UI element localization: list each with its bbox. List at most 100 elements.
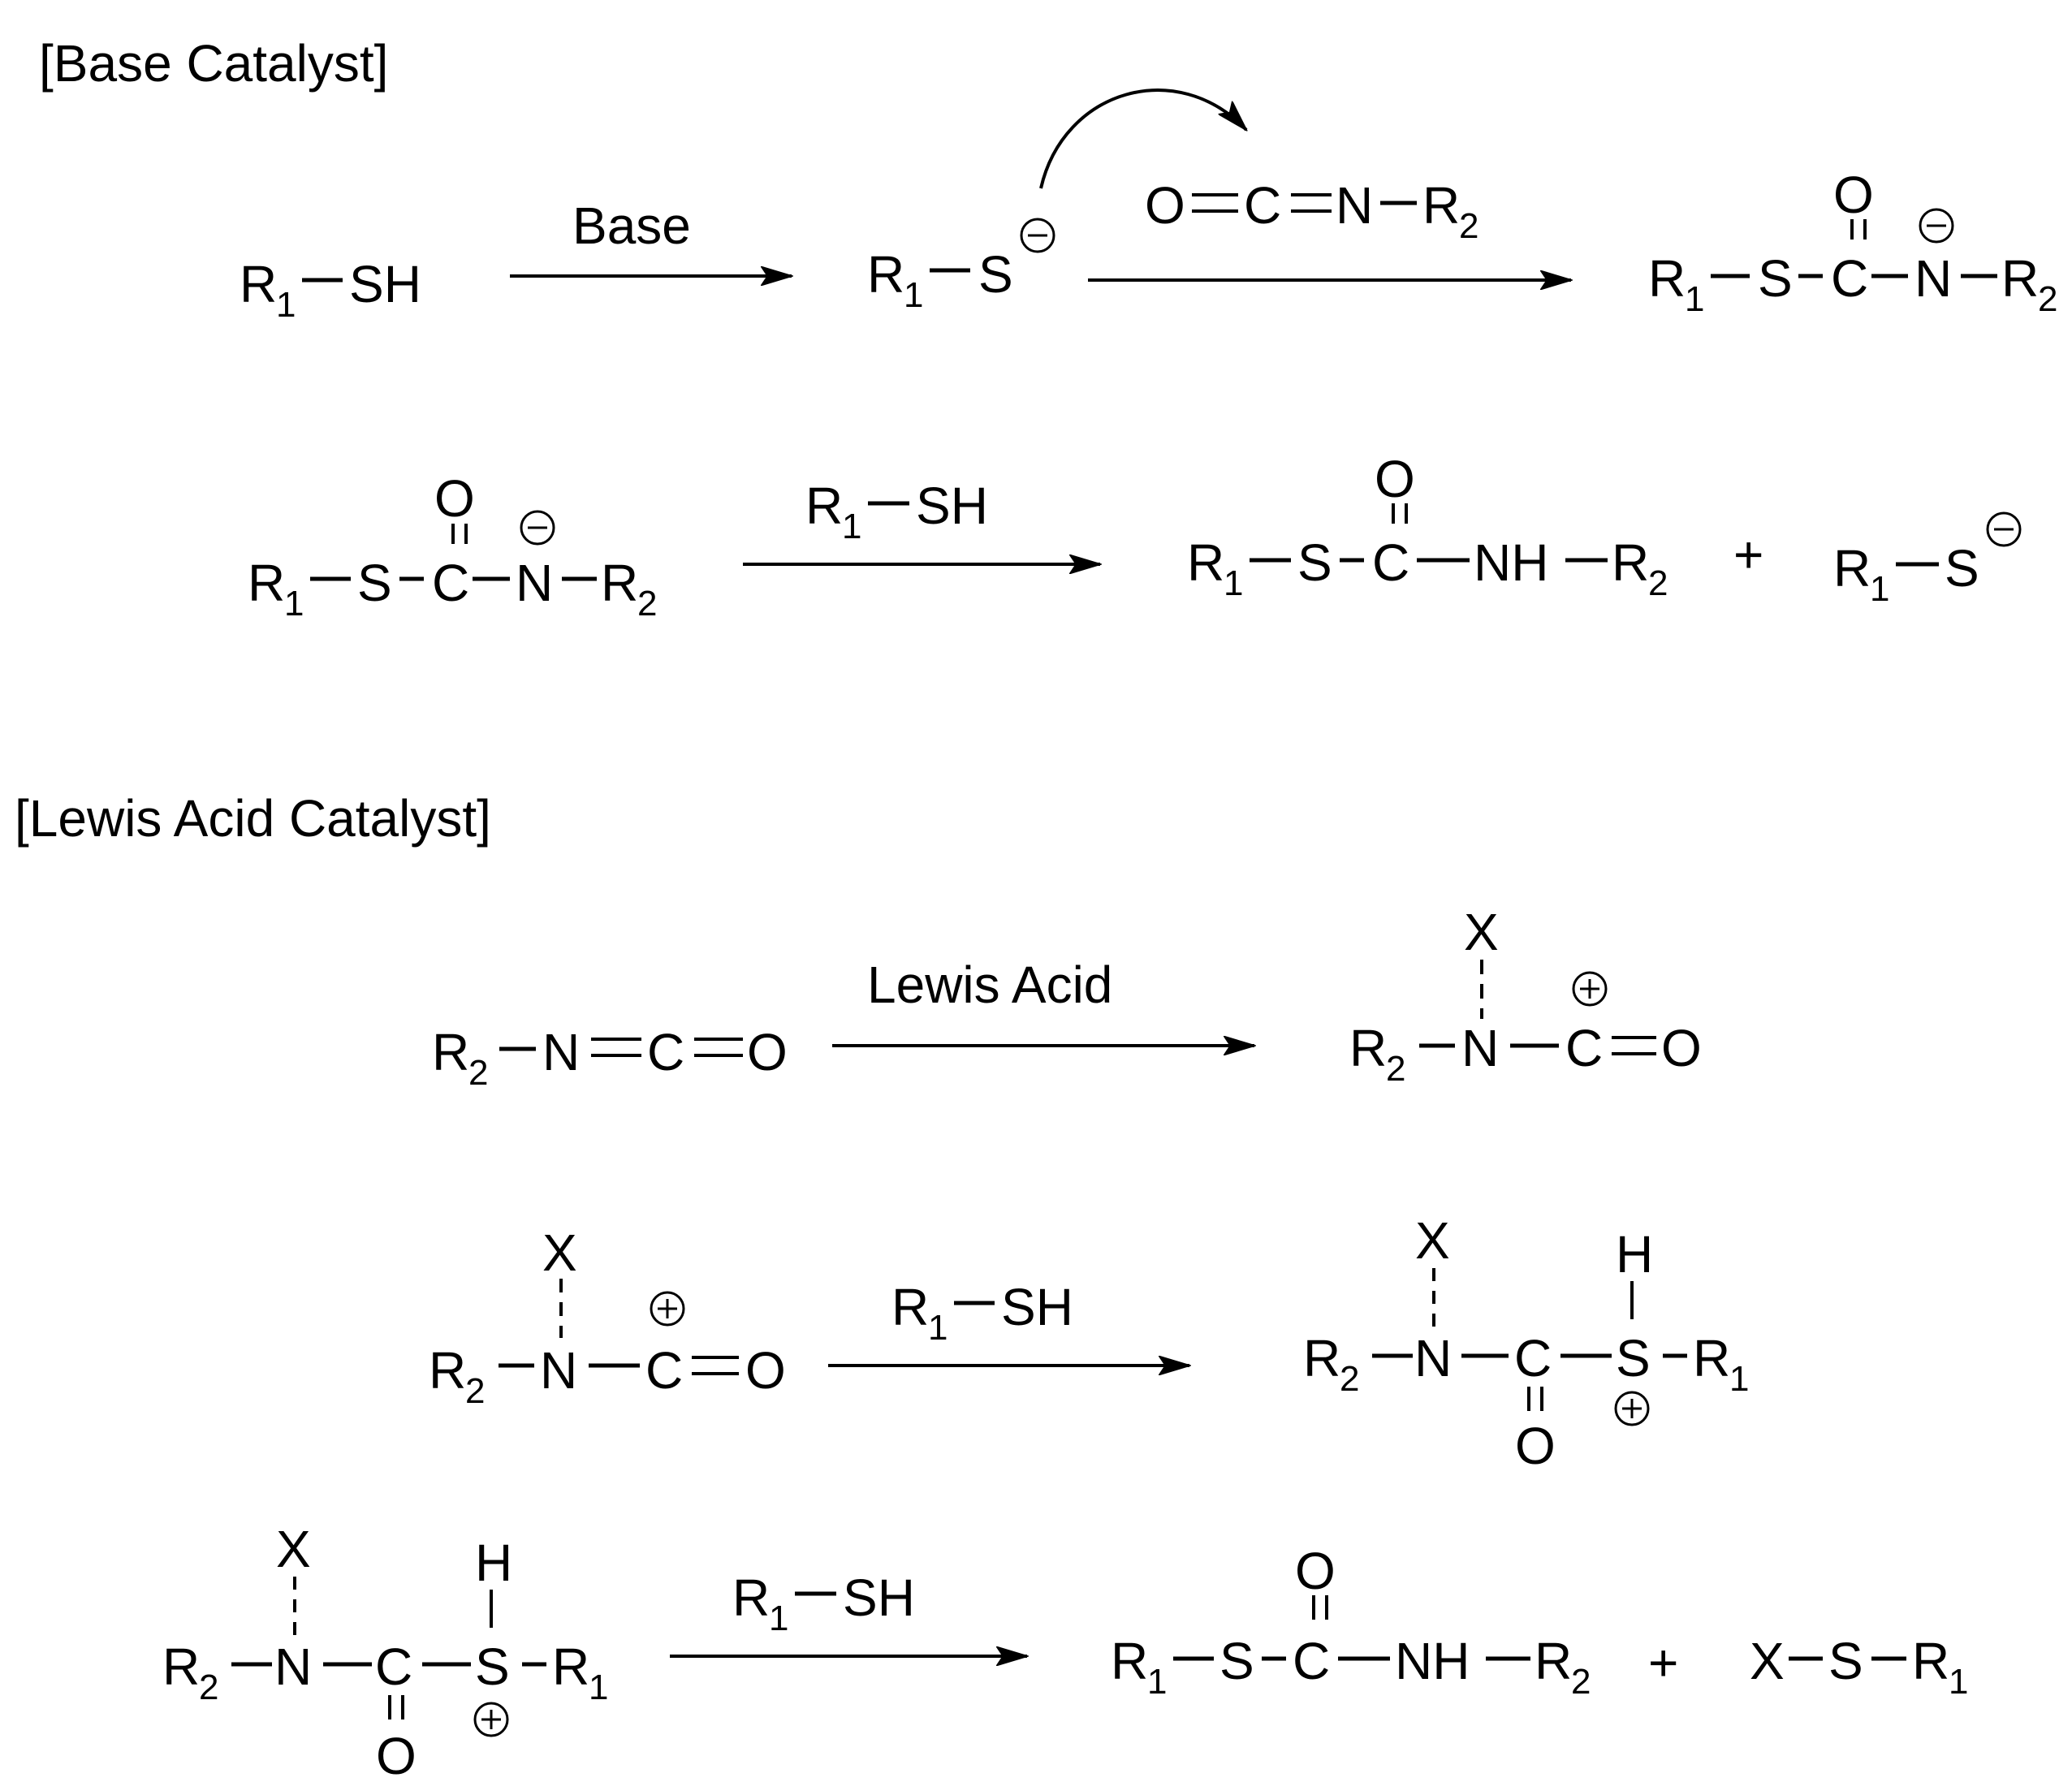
svg-text:R: R xyxy=(432,1023,469,1081)
svg-text:R: R xyxy=(552,1637,589,1696)
svg-text:2: 2 xyxy=(1340,1359,1359,1399)
svg-text:S: S xyxy=(475,1637,510,1696)
svg-text:1: 1 xyxy=(1949,1662,1968,1702)
svg-text:2: 2 xyxy=(465,1371,485,1411)
plus-sign: + xyxy=(1733,525,1763,584)
svg-text:1: 1 xyxy=(1685,279,1704,319)
svg-text:X: X xyxy=(1415,1211,1450,1270)
svg-text:1: 1 xyxy=(1147,1662,1167,1702)
svg-text:C: C xyxy=(1244,176,1281,235)
section-heading-lewis: [Lewis Acid Catalyst] xyxy=(15,789,491,848)
svg-text:C: C xyxy=(1293,1632,1330,1690)
svg-text:O: O xyxy=(1661,1019,1702,1077)
row5-sulfenyl: X S R 1 xyxy=(1750,1632,1968,1702)
svg-text:O: O xyxy=(1833,166,1874,224)
svg-text:2: 2 xyxy=(2038,279,2057,319)
svg-text:R: R xyxy=(1612,533,1649,592)
plus-sign-2: + xyxy=(1648,1633,1678,1692)
svg-text:O: O xyxy=(1145,176,1185,235)
svg-text:2: 2 xyxy=(1459,206,1478,246)
row2-anion: R 1 S C O N R 2 xyxy=(248,469,657,623)
svg-text:N: N xyxy=(516,554,553,612)
svg-text:R: R xyxy=(1422,176,1460,235)
svg-text:S: S xyxy=(1616,1329,1651,1387)
svg-text:R: R xyxy=(1303,1329,1340,1387)
svg-text:R: R xyxy=(732,1568,770,1627)
row4-sulfonium-intermediate: R 2 N X C O S H R 1 xyxy=(1303,1211,1749,1475)
svg-text:1: 1 xyxy=(276,285,296,325)
svg-text:S: S xyxy=(1945,539,1979,598)
svg-text:N: N xyxy=(1461,1019,1499,1077)
svg-text:R: R xyxy=(429,1341,466,1400)
svg-text:S: S xyxy=(1828,1632,1863,1690)
svg-text:R: R xyxy=(248,554,285,612)
svg-text:C: C xyxy=(647,1023,684,1081)
svg-text:1: 1 xyxy=(284,584,304,623)
svg-text:2: 2 xyxy=(468,1053,488,1093)
svg-text:C: C xyxy=(645,1341,683,1400)
row1-thiol: R 1 SH xyxy=(240,255,421,325)
svg-text:X: X xyxy=(542,1223,577,1282)
svg-text:R: R xyxy=(1648,249,1686,308)
svg-text:R: R xyxy=(1693,1329,1730,1387)
svg-text:O: O xyxy=(1295,1542,1336,1600)
svg-text:1: 1 xyxy=(1870,569,1889,609)
svg-text:1: 1 xyxy=(1729,1359,1749,1399)
svg-text:R: R xyxy=(1349,1019,1387,1077)
svg-text:O: O xyxy=(1515,1417,1556,1475)
row4-complex: R 2 N X C O xyxy=(429,1223,786,1411)
svg-text:O: O xyxy=(376,1727,417,1778)
svg-text:O: O xyxy=(745,1341,786,1400)
row1-product: R 1 S C O N R 2 xyxy=(1648,166,2057,319)
row1-arrow-base: Base xyxy=(510,196,792,276)
svg-text:1: 1 xyxy=(904,275,923,315)
svg-text:H: H xyxy=(1616,1225,1653,1284)
svg-text:C: C xyxy=(432,554,469,612)
svg-text:C: C xyxy=(1372,533,1409,592)
row2-thiolate: R 1 S xyxy=(1833,511,2022,609)
svg-text:O: O xyxy=(1375,450,1415,508)
svg-text:R: R xyxy=(1187,533,1224,592)
row1-thiolate: R 1 S xyxy=(867,88,1246,315)
svg-text:R: R xyxy=(891,1278,929,1336)
row5-arrow: R 1 SH xyxy=(670,1568,1027,1656)
svg-text:SH: SH xyxy=(916,477,988,535)
row5-sulfonium-intermediate: R 2 N X C O S H R 1 xyxy=(162,1520,608,1782)
svg-text:S: S xyxy=(1219,1632,1254,1690)
svg-text:R: R xyxy=(867,245,904,304)
svg-text:R: R xyxy=(162,1637,200,1696)
row2-arrow: R 1 SH xyxy=(743,477,1100,564)
row4-arrow: R 1 SH xyxy=(828,1278,1189,1366)
svg-text:X: X xyxy=(276,1520,311,1578)
svg-text:X: X xyxy=(1750,1632,1785,1690)
svg-text:S: S xyxy=(1297,533,1332,592)
svg-text:N: N xyxy=(1336,176,1373,235)
svg-text:SH: SH xyxy=(349,255,421,313)
svg-text:C: C xyxy=(1565,1019,1603,1077)
row5-thiocarbamate: R 1 S C O NH R 2 xyxy=(1111,1542,1591,1702)
svg-text:S: S xyxy=(1758,249,1793,308)
svg-text:1: 1 xyxy=(1224,563,1243,603)
svg-text:Base: Base xyxy=(572,196,691,255)
svg-text:SH: SH xyxy=(1001,1278,1073,1336)
row1-isocyanate: O C N R 2 xyxy=(1145,176,1478,246)
svg-text:C: C xyxy=(1831,249,1868,308)
svg-text:1: 1 xyxy=(589,1668,608,1707)
svg-text:R: R xyxy=(601,554,638,612)
svg-text:R: R xyxy=(805,477,843,535)
svg-text:R: R xyxy=(1535,1632,1572,1690)
svg-text:2: 2 xyxy=(199,1668,218,1707)
svg-text:N: N xyxy=(540,1341,577,1400)
svg-text:SH: SH xyxy=(843,1568,915,1627)
svg-text:1: 1 xyxy=(928,1308,948,1348)
svg-text:S: S xyxy=(978,245,1013,304)
svg-text:R: R xyxy=(1833,539,1871,598)
svg-text:2: 2 xyxy=(1386,1049,1405,1089)
svg-text:X: X xyxy=(1464,903,1499,961)
svg-text:N: N xyxy=(542,1023,580,1081)
svg-text:2: 2 xyxy=(637,584,657,623)
svg-text:NH: NH xyxy=(1474,533,1548,592)
row2-thiocarbamate: R 1 S C O NH R 2 xyxy=(1187,450,1668,603)
